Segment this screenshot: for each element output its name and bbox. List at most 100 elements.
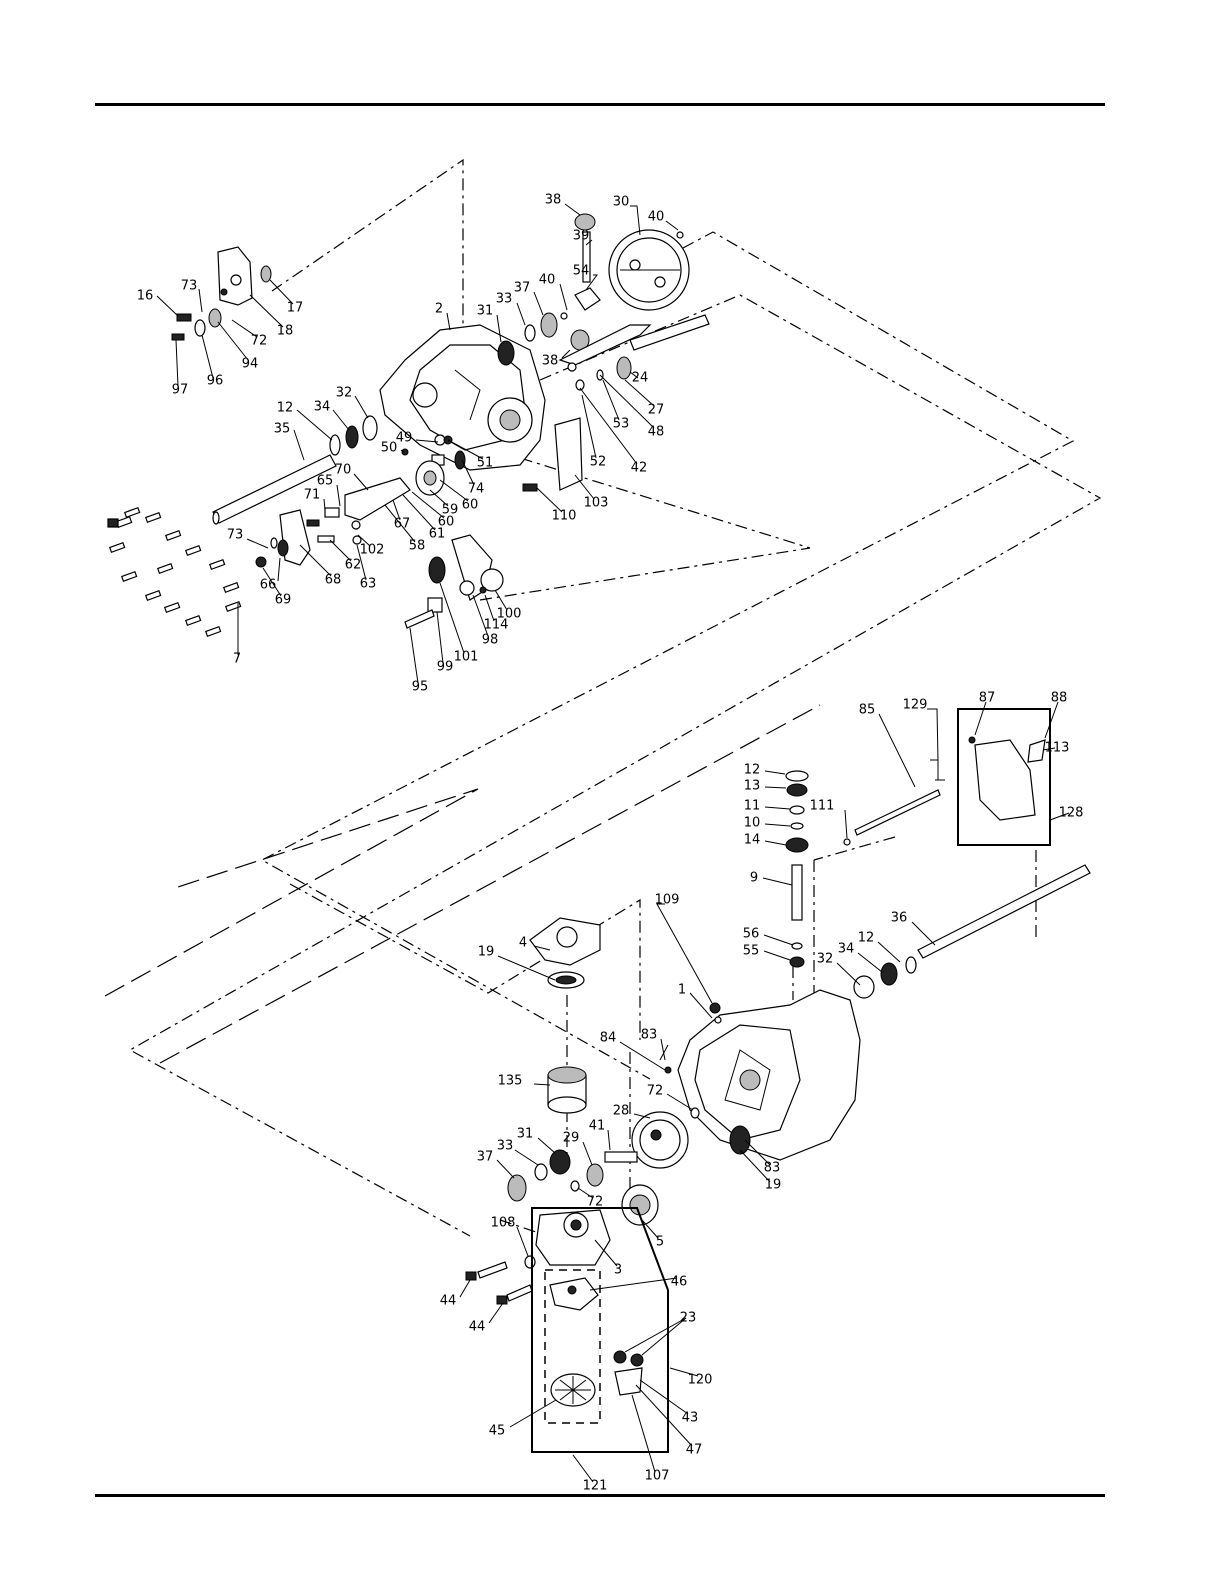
callout-29: 29 [563, 1131, 580, 1146]
callout-4: 4 [519, 936, 527, 951]
callout-98: 98 [482, 633, 499, 648]
callout-40: 40 [539, 273, 556, 288]
callout-94: 94 [242, 357, 259, 372]
callout-111: 111 [810, 799, 835, 814]
callout-53: 53 [613, 417, 630, 432]
callout-62: 62 [345, 558, 362, 573]
callout-10: 10 [744, 816, 761, 831]
callout-83: 83 [764, 1161, 781, 1176]
callout-23: 23 [680, 1311, 697, 1326]
callout-55: 55 [743, 944, 760, 959]
callout-12: 12 [277, 401, 294, 416]
callout-66: 66 [260, 578, 277, 593]
callout-2: 2 [435, 302, 443, 317]
callout-24: 24 [632, 371, 649, 386]
callout-129: 129 [903, 698, 928, 713]
callout-70: 70 [335, 463, 352, 478]
callout-3: 3 [614, 1263, 622, 1278]
callout-107: 107 [645, 1469, 670, 1484]
callout-9: 9 [750, 871, 758, 886]
callout-32: 32 [817, 952, 834, 967]
callout-27: 27 [648, 403, 665, 418]
callout-60: 60 [438, 515, 455, 530]
callout-40: 40 [648, 210, 665, 225]
callout-113: 113 [1045, 741, 1070, 756]
callout-39: 39 [573, 229, 590, 244]
callout-101: 101 [454, 650, 479, 665]
callout-103: 103 [584, 496, 609, 511]
callout-37: 37 [477, 1150, 494, 1165]
callout-74: 74 [468, 482, 485, 497]
callout-67: 67 [394, 517, 411, 532]
callout-43: 43 [682, 1411, 699, 1426]
callout-65: 65 [317, 474, 334, 489]
callout-45: 45 [489, 1424, 506, 1439]
callout-71: 71 [304, 488, 321, 503]
callout-12: 12 [744, 763, 761, 778]
callout-28: 28 [613, 1104, 630, 1119]
callout-46: 46 [671, 1275, 688, 1290]
callout-50: 50 [381, 441, 398, 456]
callout-35: 35 [274, 422, 291, 437]
callout-44: 44 [469, 1320, 486, 1335]
callout-51: 51 [477, 456, 494, 471]
lower-transaxle-assembly [465, 708, 1091, 1453]
callout-leaders [156, 203, 1070, 1483]
callout-97: 97 [172, 383, 189, 398]
callout-69: 69 [275, 593, 292, 608]
callout-102: 102 [360, 543, 385, 558]
callout-95: 95 [412, 680, 429, 695]
callout-37: 37 [514, 281, 531, 296]
callout-30: 30 [613, 195, 630, 210]
callout-58: 58 [409, 539, 426, 554]
callout-96: 96 [207, 374, 224, 389]
callout-63: 63 [360, 577, 377, 592]
callout-13: 13 [744, 779, 761, 794]
callout-31: 31 [517, 1127, 534, 1142]
callout-72: 72 [251, 334, 268, 349]
callout-18: 18 [277, 324, 294, 339]
assembly-guide-lines [104, 158, 1102, 1241]
callout-49: 49 [396, 431, 413, 446]
footer-rule [95, 1494, 1105, 1497]
callout-41: 41 [589, 1119, 606, 1134]
callout-14: 14 [744, 833, 761, 848]
callout-11: 11 [744, 799, 761, 814]
callout-121: 121 [583, 1479, 608, 1494]
callout-135: 135 [498, 1074, 523, 1089]
header-rule [95, 103, 1105, 106]
callout-59: 59 [442, 503, 459, 518]
callout-42: 42 [631, 461, 648, 476]
inset-box-128 [957, 708, 1051, 846]
callout-87: 87 [979, 691, 996, 706]
callout-83: 83 [641, 1028, 658, 1043]
callout-72: 72 [647, 1084, 664, 1099]
callout-56: 56 [743, 927, 760, 942]
callout-38: 38 [545, 193, 562, 208]
callout-34: 34 [838, 942, 855, 957]
callout-108: 108 [491, 1216, 516, 1231]
callout-61: 61 [429, 527, 446, 542]
callout-109: 109 [655, 893, 680, 908]
callout-88: 88 [1051, 691, 1068, 706]
callout-32: 32 [336, 386, 353, 401]
callout-52: 52 [590, 455, 607, 470]
callout-16: 16 [137, 289, 154, 304]
callout-19: 19 [765, 1178, 782, 1193]
callout-36: 36 [891, 911, 908, 926]
callout-128: 128 [1059, 806, 1084, 821]
callout-120: 120 [688, 1373, 713, 1388]
callout-68: 68 [325, 573, 342, 588]
callout-110: 110 [552, 509, 577, 524]
callout-54: 54 [573, 264, 590, 279]
callout-33: 33 [496, 292, 513, 307]
callout-12: 12 [858, 931, 875, 946]
callout-73: 73 [227, 528, 244, 543]
callout-60: 60 [462, 498, 479, 513]
callout-84: 84 [600, 1031, 617, 1046]
callout-100: 100 [497, 607, 522, 622]
callout-114: 114 [484, 618, 509, 633]
callout-31: 31 [477, 304, 494, 319]
callout-1: 1 [678, 983, 686, 998]
callout-99: 99 [437, 660, 454, 675]
